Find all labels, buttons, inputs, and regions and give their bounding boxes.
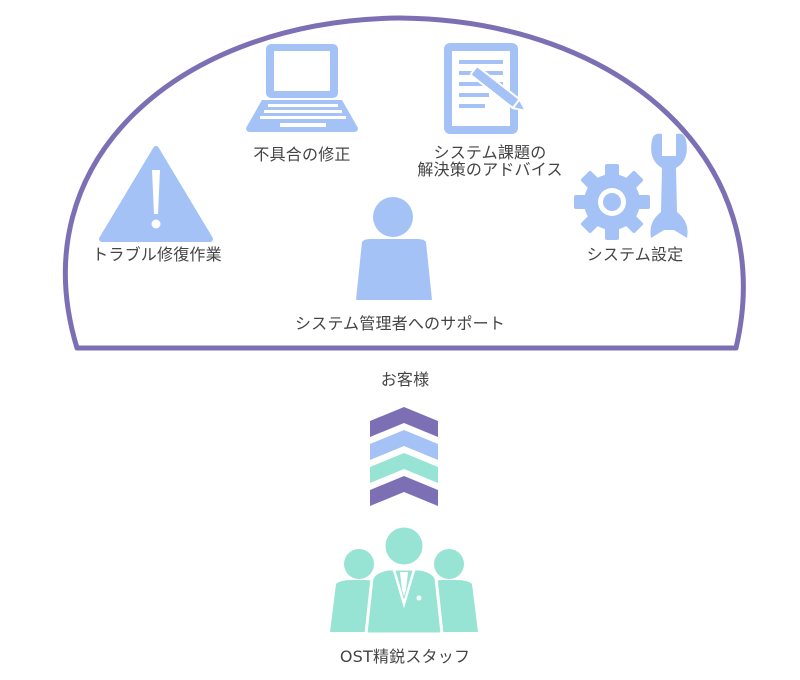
customer-dome: [63, 15, 746, 351]
chevron-1: [370, 407, 438, 437]
chevron-2: [370, 430, 438, 460]
label-support: システム管理者へのサポート: [294, 314, 506, 333]
label-advice: システム課題の 解決策のアドバイス: [400, 144, 580, 178]
label-advice-line1: システム課題の: [433, 143, 547, 162]
person-icon: [356, 197, 432, 300]
gear-wrench-icon: [574, 133, 688, 240]
chevron-up-stack-icon: [370, 407, 438, 506]
staff-group-icon: [330, 524, 478, 636]
warning-icon: [99, 146, 213, 242]
label-trouble: トラブル修復作業: [92, 245, 222, 264]
label-customer: お客様: [380, 370, 430, 389]
laptop-icon: [246, 44, 358, 132]
document-pen-icon: [444, 43, 528, 134]
chevron-3: [370, 453, 438, 483]
label-settings: システム設定: [586, 245, 684, 264]
label-repair: 不具合の修正: [253, 145, 351, 164]
label-advice-line2: 解決策のアドバイス: [417, 160, 563, 179]
chevron-4: [370, 476, 438, 506]
label-staff: OST精鋭スタッフ: [339, 647, 471, 666]
